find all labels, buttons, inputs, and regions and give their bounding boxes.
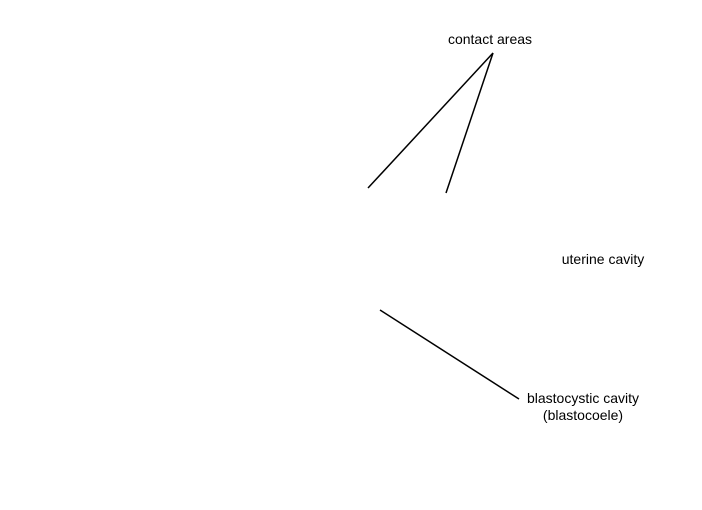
label-blastocystic-cavity-line2: (blastocoele) [542,407,624,423]
label-uterine-cavity: uterine cavity [561,251,645,267]
label-blastocystic-cavity: blastocystic cavity (blastocoele) [510,390,656,424]
label-contact-areas: contact areas [447,31,533,47]
leader-line-blastocystic-cavity [379,309,520,400]
label-blastocystic-cavity-line1: blastocystic cavity [526,390,640,406]
leader-line-contact-area-1 [367,52,494,189]
leader-line-contact-area-2 [445,52,494,194]
